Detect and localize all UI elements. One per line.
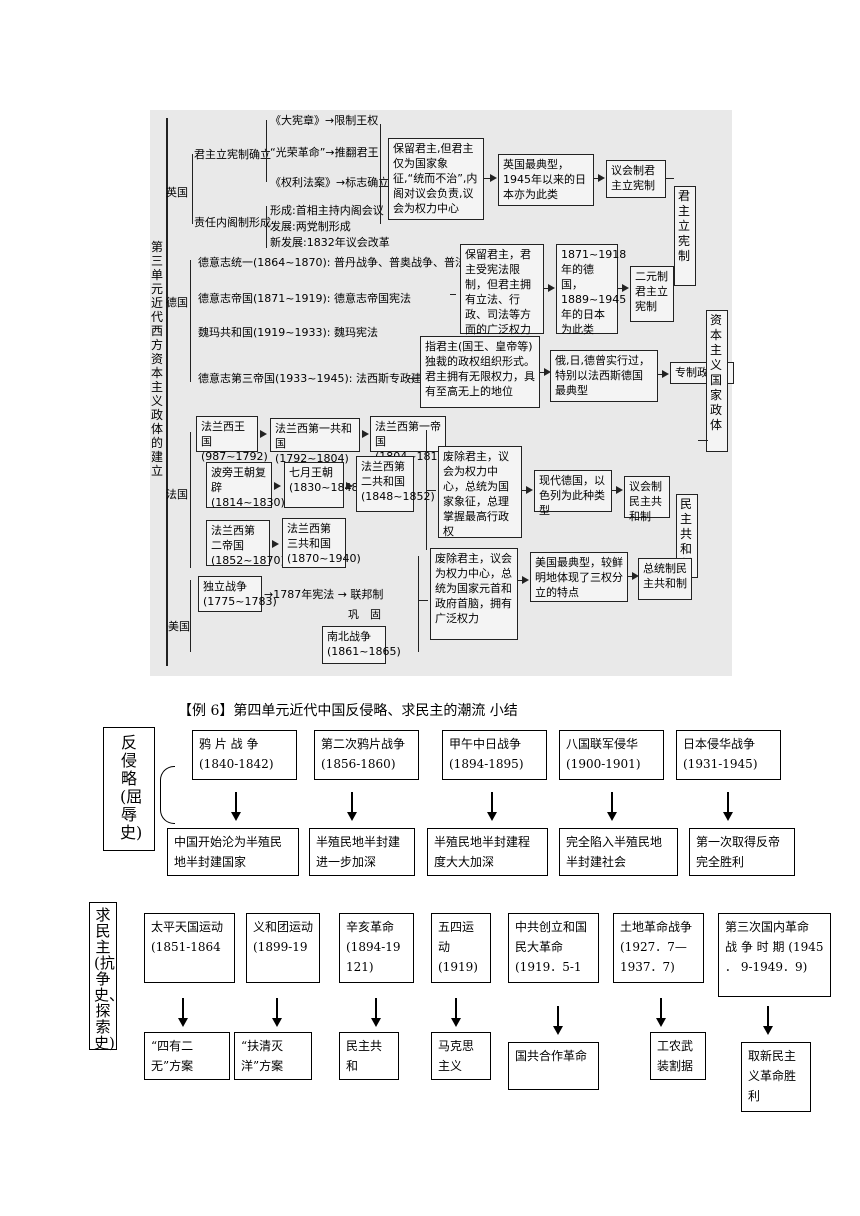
demo-result-5: 国共合作革命	[508, 1042, 599, 1090]
anti-result-2: 半殖民地半封建进一步加深	[309, 828, 415, 876]
demo-event-6: 土地革命战争(1927．7—1937．7)	[613, 913, 704, 983]
uk-example-box: 英国最典型，1945年以来的日本亦为此类	[498, 154, 594, 206]
uk-item-3: 《权利法案》→标志确立	[270, 176, 390, 189]
germany-item-3: 魏玛共和国(1919~1933): 魏玛宪法	[198, 326, 378, 339]
demo-event-1: 太平天国运动 (1851-1864	[144, 913, 235, 983]
demo-event-2: 义和团运动 (1899-19	[246, 913, 320, 983]
monarchy-label: 君主立宪制	[678, 189, 691, 263]
usa-label: 美国	[168, 620, 190, 633]
usa-constitution: →1787年宪法 → 联邦制	[264, 588, 384, 601]
demo-result-6: 工农武装割据	[650, 1032, 706, 1080]
france-label: 法国	[166, 488, 188, 501]
uk-cabinet-3: 新发展:1832年议会改革	[270, 236, 390, 249]
uk-feature-box: 保留君主,但君主仅为国家象征,“统而不治”,内阁对议会负责,议会为权力中心	[388, 138, 484, 220]
germany-item-1: 德意志统一(1864~1870): 普丹战争、普奥战争、普法战争	[198, 256, 488, 269]
france-r2-2: 七月王朝 (1830~1848)	[284, 462, 363, 508]
usa-civil-war: 南北战争 (1861~1865)	[322, 626, 401, 664]
capitalist-label: 资本主义国家政体	[710, 313, 723, 432]
germany-feature-box: 保留君主，君主受宪法限制，但君主拥有立法、行政、司法等方面的广泛权力	[460, 244, 544, 336]
germany-item-4: 德意志第三帝国(1933~1945): 法西斯专政建立	[198, 372, 433, 385]
uk-label: 英国	[166, 186, 188, 199]
example6-title: 【例 6】第四单元近代中国反侵略、求民主的潮流 小结	[178, 703, 518, 719]
demo-result-3: 民主共和	[339, 1032, 399, 1080]
france-example-box: 现代德国，以色列为此种类型	[534, 470, 612, 517]
usa-example-box: 美国最典型，较鲜明地体现了三权分立的特点	[530, 552, 628, 602]
anti-brace	[160, 766, 175, 824]
uk-item-1: 《大宪章》→限制王权	[270, 114, 379, 127]
demo-result-1: “四有二无”方案	[144, 1032, 230, 1080]
germany-type-box: 二元制君主立宪制	[630, 266, 674, 322]
anti-event-1: 鸦 片 战 争 (1840-1842)	[192, 730, 297, 780]
usa-war: 独立战争 (1775~1783)	[198, 576, 277, 612]
usa-consolidate: 巩 固	[348, 608, 381, 621]
demo-event-4: 五四运动 (1919)	[431, 913, 491, 983]
germany-label: 德国	[166, 296, 188, 309]
monarchy-box: 君主立宪制	[674, 186, 696, 286]
demo-event-3: 辛亥革命 (1894-19 121)	[339, 913, 414, 983]
brace-line	[166, 118, 168, 666]
france-r1-2: 法兰西第一共和国 (1792~1804)	[270, 418, 360, 465]
uk-cabinet: 责任内阁制形成	[194, 216, 271, 229]
unit-title: 第三单元 近代西方资本主义政体的建立	[150, 240, 176, 478]
france-feature-box: 废除君主，议会为权力中心，总统为国家象征，总理掌握最高行政权	[438, 446, 522, 538]
france-r1-1: 法兰西王国 (987~1792)	[196, 416, 268, 463]
republic-label: 民主共和制	[680, 497, 693, 571]
anti-label: 反侵略(屈辱史)	[120, 733, 143, 842]
anti-event-4: 八国联军侵华 (1900-1901)	[559, 730, 664, 780]
france-r2-3: 法兰西第二共和国 (1848~1852)	[356, 456, 435, 512]
usa-type-box: 总统制民主共和制	[638, 558, 692, 600]
demo-label: 求民主(抗争史、探索史)	[94, 906, 125, 1052]
dictatorship-feature-box: 指君主(国王、皇帝等)独裁的政权组织形式。君主拥有无限权力，具有至高无上的地位	[420, 336, 540, 408]
demo-result-2: “扶清灭洋”方案	[234, 1032, 312, 1080]
demo-result-4: 马克思主义	[431, 1032, 491, 1080]
demo-event-5: 中共创立和国民大革命 (1919．5-1	[508, 913, 599, 983]
france-r3-2: 法兰西第三共和国 (1870~1940)	[282, 518, 361, 568]
anti-result-3: 半殖民地半封建程度大大加深	[427, 828, 548, 876]
usa-feature-box: 废除君主，议会为权力中心，总统为国家元首和政府首脑，拥有广泛权力	[430, 548, 518, 640]
demo-result-7: 取新民主义革命胜利	[741, 1042, 811, 1112]
anti-event-3: 甲午中日战争 (1894-1895)	[442, 730, 547, 780]
germany-example-box: 1871~1918年的德国，1889~1945年的日本为此类	[556, 244, 626, 336]
anti-result-5: 第一次取得反帝完全胜利	[689, 828, 795, 876]
france-r3-1: 法兰西第二帝国 (1852~1870)	[206, 520, 285, 567]
uk-cabinet-2: 发展:两党制形成	[270, 220, 351, 233]
anti-event-2: 第二次鸦片战争(1856-1860)	[314, 730, 419, 780]
anti-result-1: 中国开始沦为半殖民地半封建国家	[167, 828, 299, 876]
france-r2-1: 波旁王朝复辟 (1814~1830)	[206, 462, 285, 509]
anti-result-4: 完全陷入半殖民地半封建社会	[559, 828, 678, 876]
uk-type-box: 议会制君主立宪制	[606, 160, 666, 198]
dictatorship-example-box: 俄,日,德曾实行过，特别以法西斯德国最典型	[550, 350, 658, 402]
capitalist-box: 资本主义国家政体	[706, 310, 728, 452]
republic-box: 民主共和制	[676, 494, 698, 578]
demo-label-box: 求民主(抗争史、探索史)	[89, 902, 125, 1052]
uk-cabinet-1: 形成:首相主持内阁会议	[270, 204, 384, 217]
france-r1-3: 法兰西第一帝国 (1804~1814)	[370, 416, 449, 463]
anti-label-box: 反侵略(屈辱史)	[103, 727, 155, 851]
uk-constitutional: 君主立宪制确立	[194, 148, 271, 161]
demo-event-7: 第三次国内革命 战 争 时 期 (1945 ． 9-1949．9)	[718, 913, 831, 997]
uk-item-2: “光荣革命”→推翻君王	[270, 146, 379, 159]
germany-item-2: 德意志帝国(1871~1919): 德意志帝国宪法	[198, 292, 411, 305]
unit3-diagram: 第三单元 近代西方资本主义政体的建立 英国 君主立宪制确立 责任内阁制形成 《大…	[150, 110, 734, 676]
france-type-box: 议会制民主共和制	[624, 476, 670, 523]
anti-event-5: 日本侵华战争 (1931-1945)	[676, 730, 781, 780]
